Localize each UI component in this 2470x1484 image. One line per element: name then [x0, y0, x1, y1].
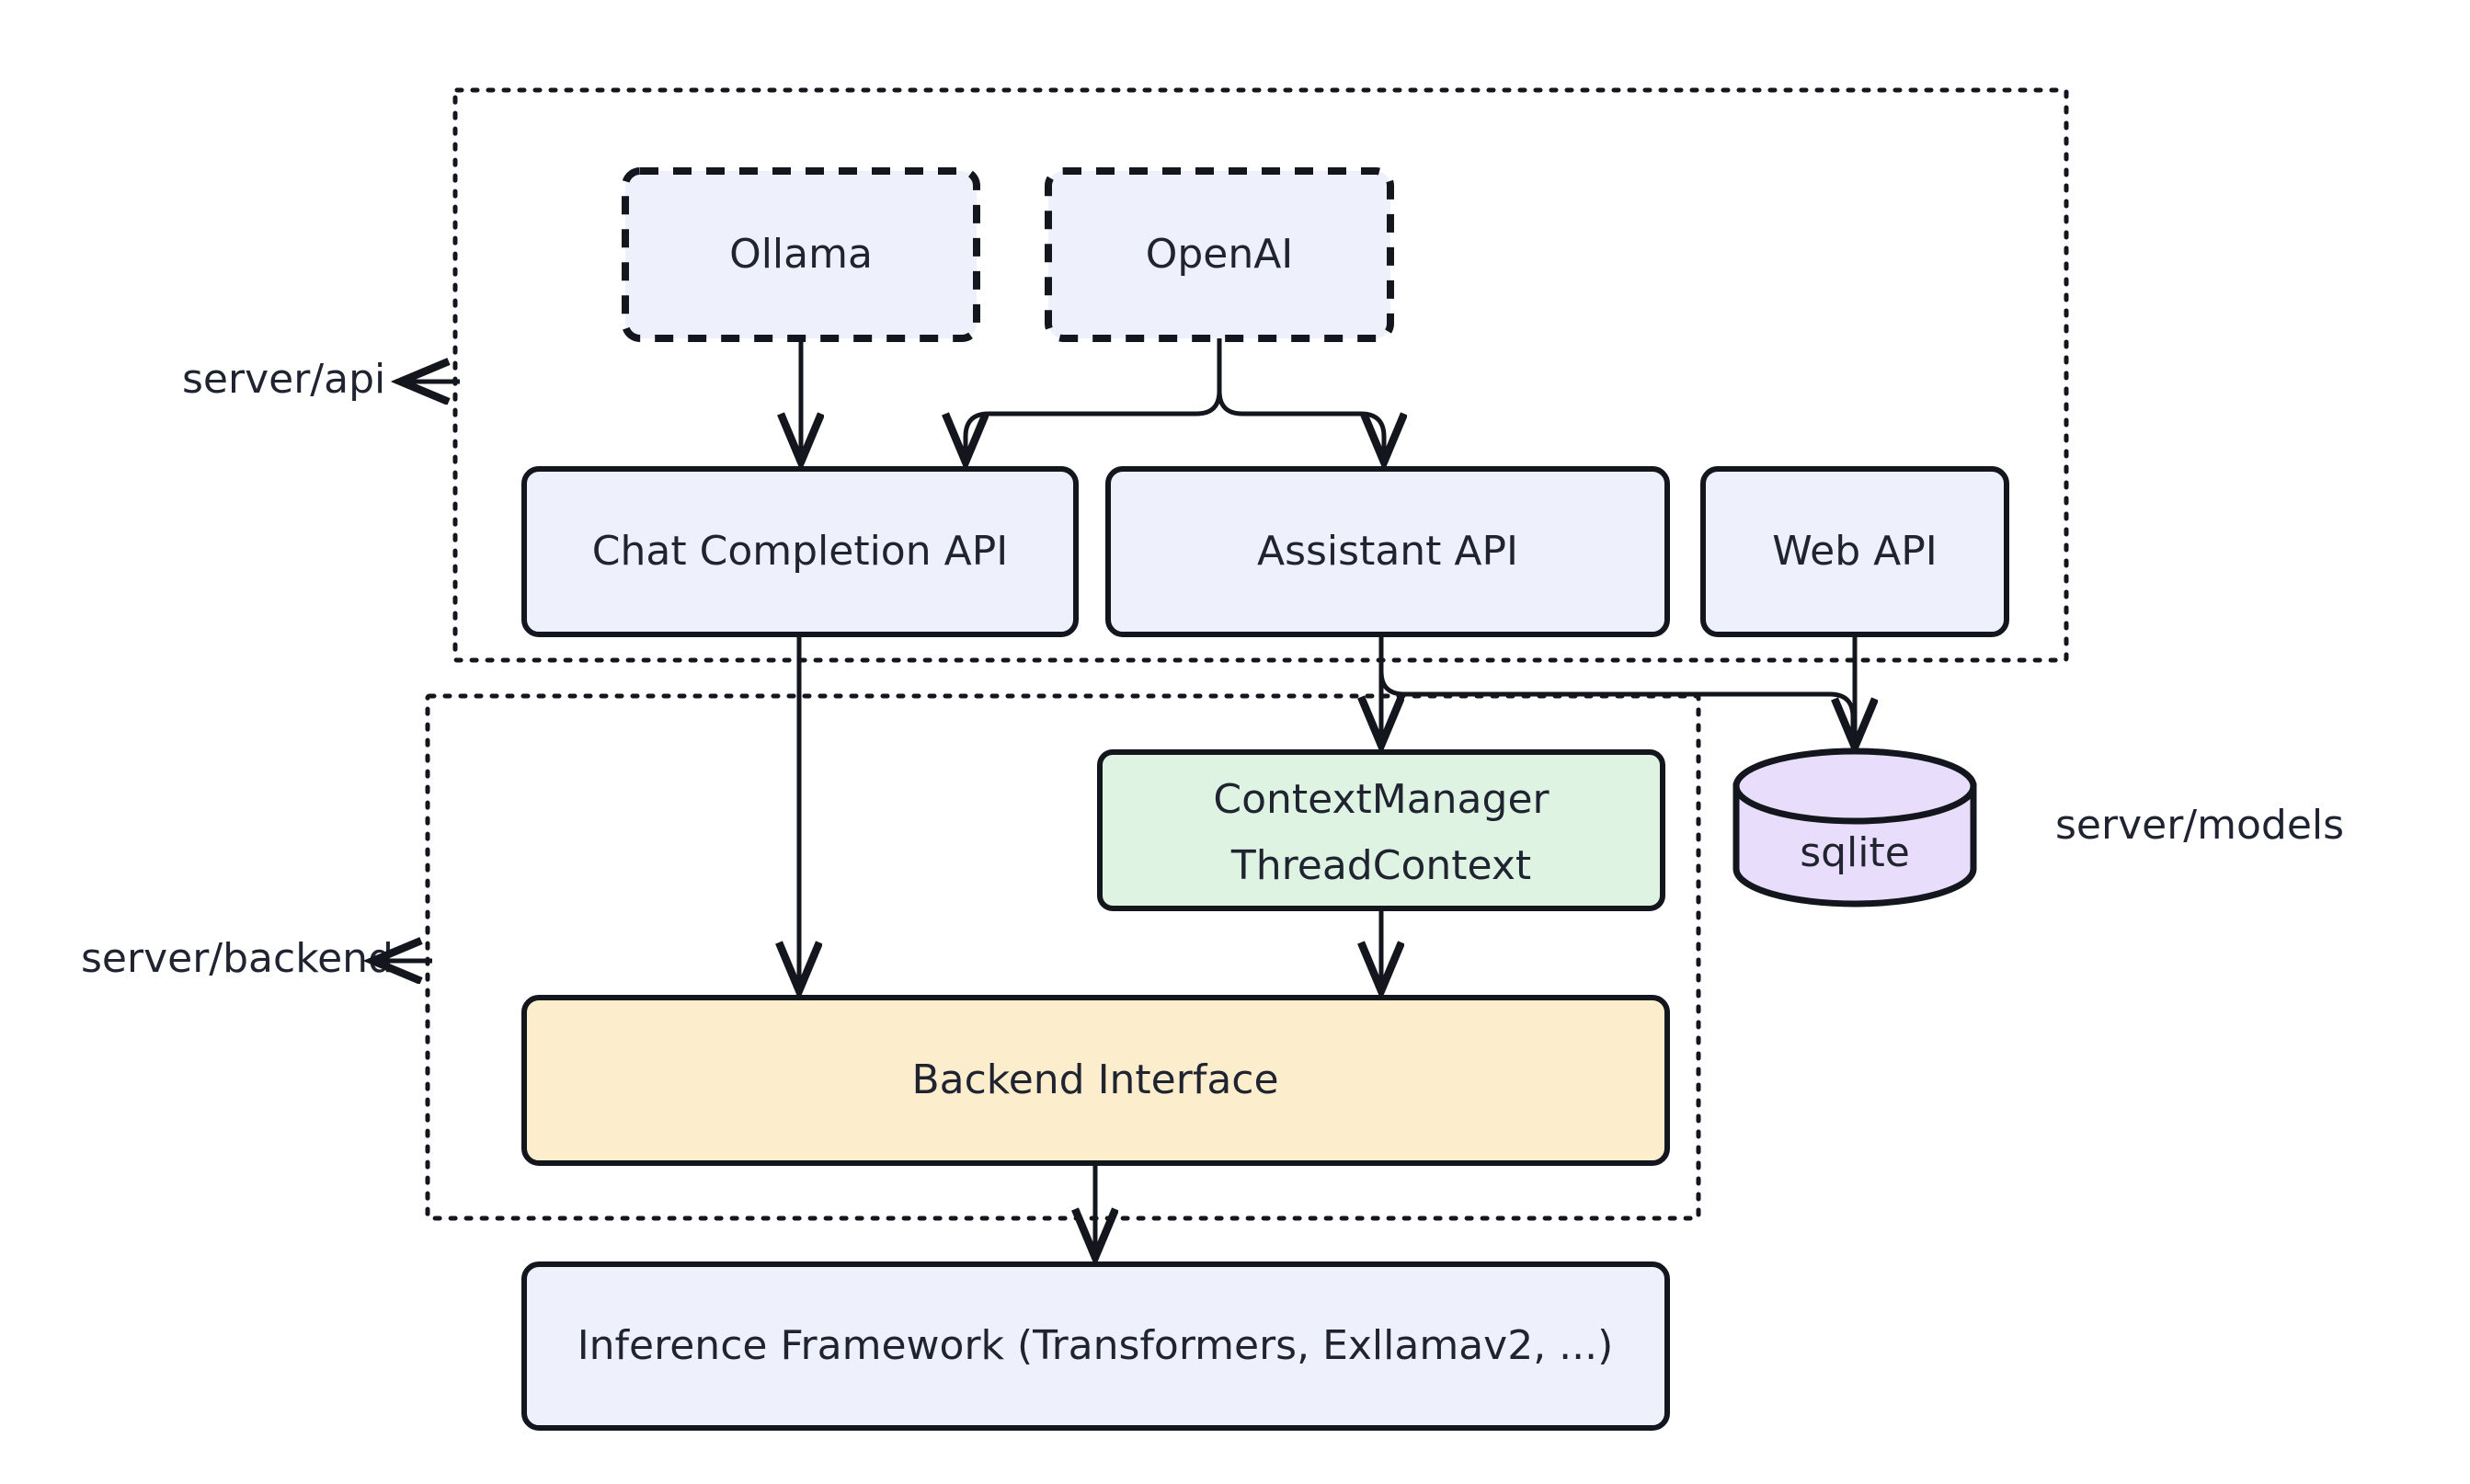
node-web-api[interactable]: Web API	[1700, 466, 2009, 637]
node-chat-completion-api[interactable]: Chat Completion API	[521, 466, 1079, 637]
svg-text:Chat Completion API: Chat Completion API	[592, 528, 1008, 575]
svg-text:OpenAI: OpenAI	[1146, 231, 1294, 278]
group-label-backend: server/backend	[81, 935, 394, 982]
group-container-api	[452, 87, 2069, 663]
edge-openai-to-chat-api	[966, 338, 1222, 460]
group-container-backend	[425, 693, 1701, 1221]
group-label-api: server/api	[182, 356, 385, 403]
edge-openai-to-assistant-api	[1217, 338, 1384, 460]
svg-text:sqlite: sqlite	[1800, 829, 1910, 876]
edge-assistant-api-to-sqlite	[1378, 634, 1856, 736]
svg-text:Backend Interface: Backend Interface	[911, 1056, 1278, 1103]
svg-text:ContextManager: ContextManager	[1213, 776, 1549, 823]
svg-text:Web API: Web API	[1772, 528, 1938, 575]
svg-text:ThreadContext: ThreadContext	[1230, 842, 1531, 889]
node-sqlite-database[interactable]: sqlite	[1732, 748, 1977, 908]
node-ollama[interactable]: Ollama	[622, 167, 980, 342]
svg-text:Ollama: Ollama	[729, 231, 873, 278]
node-context-manager[interactable]: ContextManager ThreadContext	[1097, 749, 1665, 911]
node-assistant-api[interactable]: Assistant API	[1105, 466, 1670, 637]
svg-text:Assistant API: Assistant API	[1257, 528, 1518, 575]
node-backend-interface[interactable]: Backend Interface	[521, 995, 1670, 1166]
node-openai[interactable]: OpenAI	[1045, 167, 1394, 342]
svg-text:Inference Framework (Transform: Inference Framework (Transformers, Exlla…	[577, 1322, 1614, 1369]
group-label-models: server/models	[2055, 802, 2344, 849]
node-inference-framework[interactable]: Inference Framework (Transformers, Exlla…	[521, 1261, 1670, 1431]
